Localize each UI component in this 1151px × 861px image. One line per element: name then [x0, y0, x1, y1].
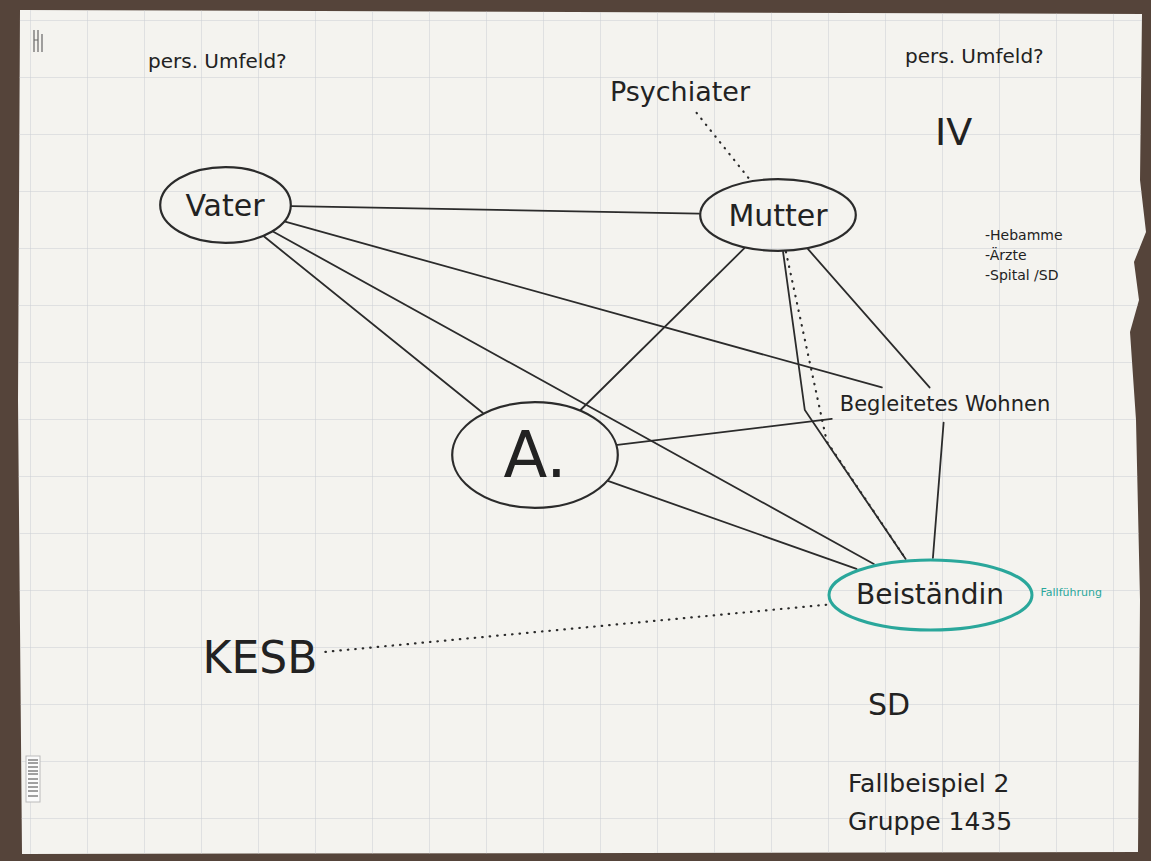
ellipse-shape	[829, 560, 1032, 630]
authority-label-node: KESB	[198, 631, 323, 685]
list-item: -Hebamme	[985, 228, 1063, 243]
node-text-block: A.	[504, 420, 567, 490]
relation-line	[618, 419, 832, 445]
relation-line	[264, 237, 483, 413]
person-ellipse: Vater	[158, 165, 293, 245]
node-text-block: KESB	[203, 634, 318, 682]
service-label-node: Begleitetes Wohnen	[835, 390, 1055, 419]
relation-line	[933, 423, 944, 558]
person-ellipse: Mutter	[698, 177, 858, 253]
relation-line	[273, 232, 873, 564]
agency-label: SD	[868, 688, 910, 721]
node-text: Begleitetes Wohnen	[840, 393, 1050, 416]
role-note: Fallführung	[1040, 587, 1101, 599]
dotted-connector	[325, 604, 830, 651]
case-title: Fallbeispiel 2	[848, 770, 1010, 798]
node-text-block: Mutter	[728, 199, 827, 232]
client-ellipse: A.	[450, 400, 620, 510]
paper-ground	[18, 10, 1146, 854]
relation-line	[291, 206, 699, 213]
node-text-block: Beiständin	[856, 580, 1004, 611]
node-text: Vater	[185, 189, 264, 222]
note-label: pers. Umfeld?	[905, 45, 1044, 67]
node-text: Psychiater	[610, 77, 750, 107]
role-label-node: Psychiater	[605, 74, 755, 110]
node-text-block: Psychiater	[610, 77, 750, 107]
node-text: Mutter	[728, 199, 827, 232]
relation-line	[808, 249, 930, 387]
dotted-connector	[697, 113, 751, 180]
relation-line	[609, 481, 857, 569]
node-text: A.	[504, 420, 567, 490]
note-label: pers. Umfeld?	[148, 50, 287, 72]
node-text-block: Vater	[185, 189, 264, 222]
relation-line	[285, 222, 882, 388]
list-item: -Ärzte	[985, 248, 1027, 263]
relation-line	[581, 248, 744, 409]
caseworker-ellipse: Beiständin	[826, 557, 1035, 633]
paper-grid	[18, 10, 1146, 854]
node-text: Beiständin	[856, 580, 1004, 611]
brand-mark	[34, 30, 42, 52]
ellipse-shape	[160, 167, 291, 243]
node-text-block: Begleitetes Wohnen	[840, 393, 1050, 416]
ellipse-shape	[700, 179, 856, 251]
list-item: -Spital /SD	[985, 268, 1059, 283]
node-text: KESB	[203, 634, 318, 682]
group-label: Gruppe 1435	[848, 808, 1012, 836]
barcode-sticker	[26, 756, 40, 802]
agency-label: IV	[935, 112, 972, 154]
ellipse-shape	[452, 402, 618, 508]
